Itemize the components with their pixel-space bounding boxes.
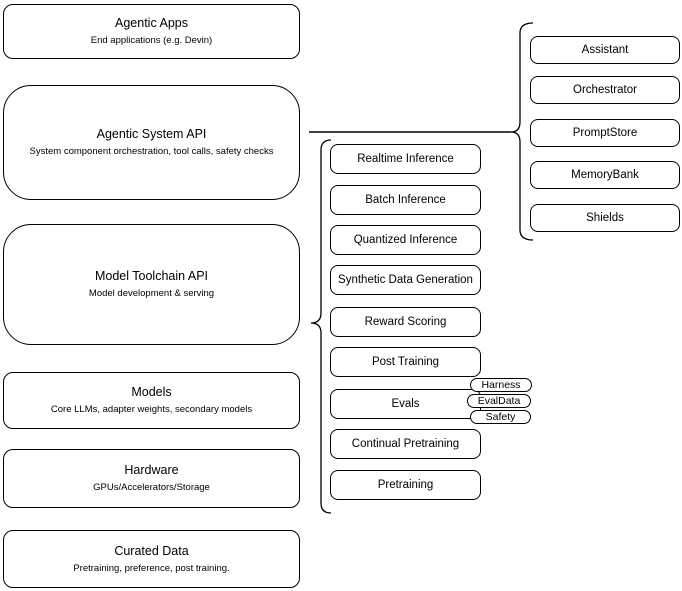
node-title: Curated Data — [114, 543, 189, 558]
node-title: Model Toolchain API — [94, 269, 209, 283]
node-label: Post Training — [371, 356, 440, 368]
node-agentic-apps: Agentic Apps End applications (e.g. Devi… — [3, 4, 300, 59]
node-evals: Evals — [330, 389, 481, 419]
tag-harness: Harness — [470, 378, 532, 392]
node-label: Assistant — [581, 44, 629, 56]
node-subtitle: Model development & serving — [88, 288, 215, 299]
tag-label: Safety — [485, 411, 516, 423]
node-synthetic-data-generation: Synthetic Data Generation — [330, 265, 481, 295]
node-label: Evals — [391, 398, 420, 410]
node-realtime-inference: Realtime Inference — [330, 144, 481, 174]
node-model-toolchain-api: Model Toolchain API Model development & … — [3, 224, 300, 345]
node-title: Hardware — [124, 463, 179, 477]
node-curated-data: Curated Data Pretraining, preference, po… — [3, 530, 300, 588]
tag-safety: Safety — [470, 410, 531, 424]
node-quantized-inference: Quantized Inference — [330, 225, 481, 255]
node-reward-scoring: Reward Scoring — [330, 307, 481, 337]
node-subtitle: Core LLMs, adapter weights, secondary mo… — [50, 404, 253, 415]
node-memorybank: MemoryBank — [530, 161, 680, 189]
node-label: Shields — [586, 212, 624, 224]
node-label: Batch Inference — [365, 194, 446, 206]
node-subtitle: System component orchestration, tool cal… — [29, 146, 274, 157]
node-title: Agentic Apps — [115, 16, 188, 30]
node-label: Realtime Inference — [357, 153, 454, 165]
node-title: Models — [131, 385, 172, 399]
node-pretraining: Pretraining — [330, 470, 481, 500]
node-label: Quantized Inference — [353, 234, 458, 246]
node-post-training: Post Training — [330, 347, 481, 377]
tag-evaldata: EvalData — [467, 394, 531, 408]
node-continual-pretraining: Continual Pretraining — [330, 429, 481, 459]
node-assistant: Assistant — [530, 36, 680, 64]
node-label: Orchestrator — [573, 84, 637, 96]
node-orchestrator: Orchestrator — [530, 76, 680, 104]
node-hardware: Hardware GPUs/Accelerators/Storage — [3, 449, 300, 508]
node-label: Pretraining — [377, 479, 434, 491]
node-title: Agentic System API — [96, 127, 207, 141]
tag-label: Harness — [481, 379, 521, 391]
node-label: Reward Scoring — [364, 316, 447, 328]
node-subtitle: GPUs/Accelerators/Storage — [93, 482, 210, 493]
brace-toolchain-stack — [310, 139, 332, 514]
node-promptstore: PromptStore — [530, 119, 680, 147]
node-label: PromptStore — [572, 127, 638, 139]
node-subtitle: End applications (e.g. Devin) — [90, 35, 213, 46]
node-label: Continual Pretraining — [351, 438, 460, 450]
node-agentic-system-api: Agentic System API System component orch… — [3, 85, 300, 200]
node-subtitle: Pretraining, preference, post training. — [73, 562, 230, 574]
node-label: MemoryBank — [571, 169, 639, 181]
tag-label: EvalData — [477, 395, 521, 407]
node-models: Models Core LLMs, adapter weights, secon… — [3, 372, 300, 429]
node-batch-inference: Batch Inference — [330, 185, 481, 215]
node-shields: Shields — [530, 204, 680, 232]
node-label: Synthetic Data Generation — [338, 274, 473, 286]
